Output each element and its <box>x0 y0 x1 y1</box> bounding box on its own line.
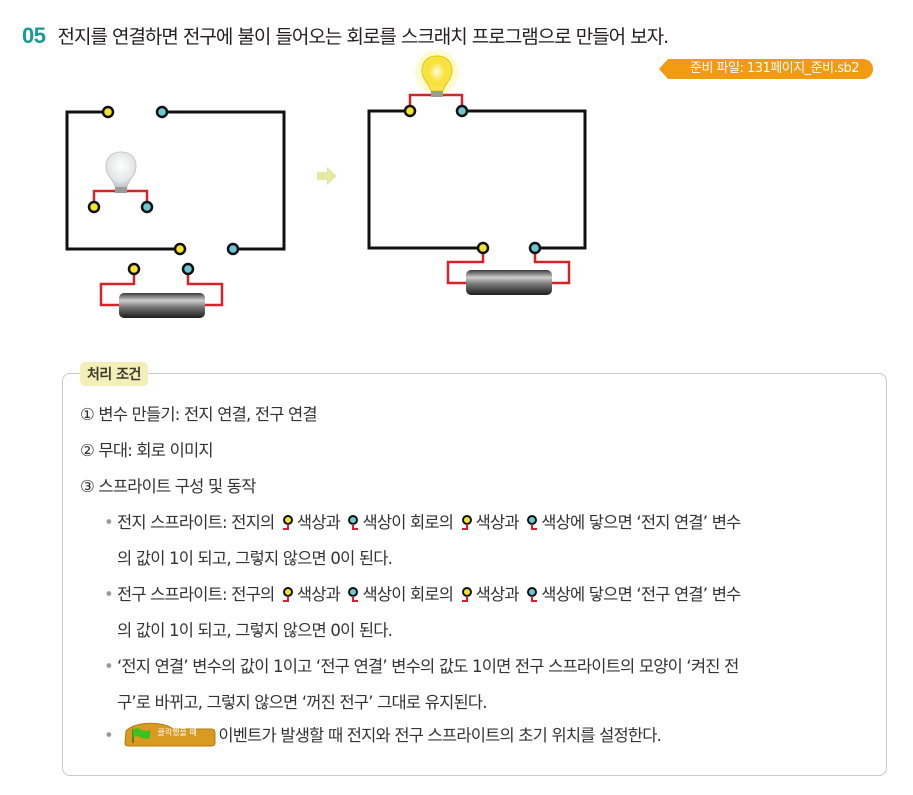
blue-pin-icon <box>348 587 359 602</box>
when-flag-clicked-block: 클릭했을 때 <box>123 722 216 747</box>
circuit-after <box>367 50 587 295</box>
green-flag-icon <box>132 728 151 743</box>
yellow-pin-icon <box>461 515 472 530</box>
right-arrow-icon <box>317 167 337 185</box>
yellow-pin-icon <box>461 587 472 602</box>
bullet-bulb-sprite-line2: 의 값이 1이 되고, 그렇지 않으면 0이 된다. <box>117 621 393 640</box>
condition-item-1: ① 변수 만들기: 전지 연결, 전구 연결 <box>80 405 318 424</box>
question-number: 05 <box>22 23 46 48</box>
bullet-battery-sprite: •전지 스프라이트: 전지의 색상과 색상이 회로의 색상과 색상에 닿으면 ‘… <box>104 513 741 532</box>
circuit-diagram <box>65 50 587 318</box>
bullet-battery-sprite-line2: 의 값이 1이 되고, 그렇지 않으면 0이 된다. <box>117 549 393 568</box>
blue-pin-icon <box>527 587 538 602</box>
conditions-label: 처리 조건 <box>80 362 148 386</box>
blue-pin-icon <box>527 515 538 530</box>
bullet-dot: • <box>104 657 114 676</box>
bullet-dot: • <box>104 513 114 532</box>
conditions-box <box>62 373 887 776</box>
question-text: 전지를 연결하면 전구에 불이 들어오는 회로를 스크래치 프로그램으로 만들어… <box>57 26 669 48</box>
condition-item-2: ② 무대: 회로 이미지 <box>80 441 214 460</box>
off-bulb-icon <box>87 151 154 214</box>
bullet-flag-event: • 클릭했을 때 이벤트가 발생할 때 전지와 전구 스프라이트의 초기 위치를… <box>104 722 662 747</box>
bullet-dot: • <box>104 726 114 745</box>
yellow-pin-icon <box>282 587 293 602</box>
condition-item-3: ③ 스프라이트 구성 및 동작 <box>80 477 256 496</box>
battery-icon <box>99 262 224 318</box>
blue-pin-icon <box>348 515 359 530</box>
bullet-dot: • <box>104 585 114 604</box>
bullet-bulb-sprite: •전구 스프라이트: 전구의 색상과 색상이 회로의 색상과 색상에 닿으면 ‘… <box>104 585 741 604</box>
lit-bulb-icon <box>408 50 464 107</box>
question-title: 05 전지를 연결하면 전구에 불이 들어오는 회로를 스크래치 프로그램으로 … <box>22 22 669 49</box>
battery-icon <box>446 252 571 295</box>
bullet-bulb-state: •‘전지 연결’ 변수의 값이 1이고 ‘전구 연결’ 변수의 값도 1이면 전… <box>104 657 739 676</box>
yellow-pin-icon <box>282 515 293 530</box>
prep-file-badge: 준비 파일: 131페이지_준비.sb2 <box>658 59 874 79</box>
circuit-before <box>65 105 286 318</box>
bullet-bulb-state-line2: 구’로 바뀌고, 그렇지 않으면 ‘꺼진 전구’ 그대로 유지된다. <box>117 693 488 712</box>
